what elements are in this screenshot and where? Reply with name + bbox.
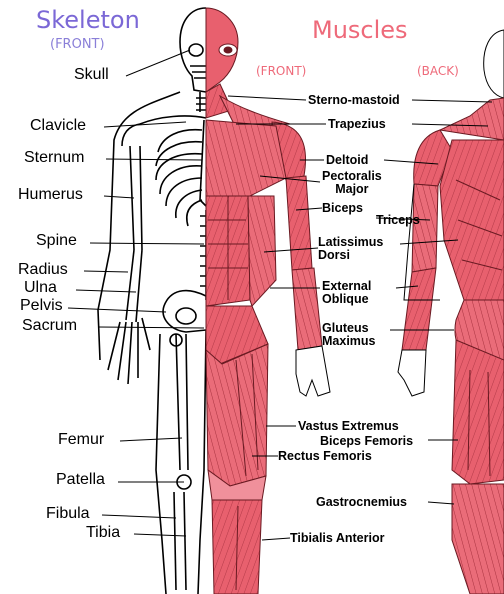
label-external-oblique: External Oblique	[322, 280, 371, 306]
label-sternum: Sternum	[24, 150, 84, 166]
sternum-bone	[200, 120, 206, 206]
label-gluteus-maximus: Gluteus Maximus	[322, 322, 376, 348]
label-fibula: Fibula	[46, 506, 90, 522]
muscles-front-subtitle: (FRONT)	[256, 64, 306, 78]
label-patella: Patella	[56, 472, 105, 488]
eye-socket	[189, 44, 203, 56]
label-ulna: Ulna	[24, 280, 57, 296]
skeleton-figure	[98, 8, 212, 594]
label-triceps: Triceps	[376, 214, 420, 227]
label-tibialis-anterior: Tibialis Anterior	[290, 532, 384, 545]
label-sterno-mastoid: Sterno-mastoid	[308, 94, 400, 107]
thigh-muscles	[206, 344, 268, 486]
label-sacrum: Sacrum	[22, 318, 77, 334]
label-deltoid: Deltoid	[326, 154, 368, 167]
back-gastrocnemius	[452, 484, 504, 594]
label-radius: Radius	[18, 262, 68, 278]
label-gastrocnemius: Gastrocnemius	[316, 496, 407, 509]
tibia-bone	[184, 492, 186, 590]
back-head	[484, 30, 504, 98]
label-pectoralis-major: Pectoralis Major	[322, 170, 382, 196]
label-femur: Femur	[58, 432, 104, 448]
skull-shape	[180, 8, 206, 92]
skeleton-subtitle: (FRONT)	[50, 37, 105, 52]
muscles-back-subtitle: (BACK)	[417, 64, 459, 78]
back-triceps	[412, 184, 438, 272]
label-clavicle: Clavicle	[30, 118, 86, 134]
label-tibia: Tibia	[86, 525, 120, 541]
label-rectus-femoris: Rectus Femoris	[278, 450, 372, 463]
back-hamstring	[452, 340, 504, 484]
back-muscle-figure	[398, 30, 504, 594]
label-trapezius: Trapezius	[328, 118, 386, 131]
label-biceps-femoris: Biceps Femoris	[320, 435, 413, 448]
radius-bone	[126, 250, 134, 320]
label-pelvis: Pelvis	[20, 298, 63, 314]
label-latissimus-dorsi: Latissimus Dorsi	[318, 236, 383, 262]
back-latissimus	[440, 140, 504, 300]
label-spine: Spine	[36, 233, 77, 249]
ribcage	[156, 130, 202, 226]
fibula-bone	[174, 492, 176, 590]
forearm-muscles	[292, 268, 322, 350]
back-trapezius	[440, 98, 504, 140]
hand-outline	[296, 346, 330, 396]
label-humerus: Humerus	[18, 187, 83, 203]
skeleton-title: Skeleton	[36, 6, 140, 34]
label-vastus-extremus: Vastus Extremus	[298, 420, 399, 433]
pelvis-bone	[163, 291, 206, 332]
pectoralis-major-muscle	[206, 120, 286, 196]
muscles-title: Muscles	[312, 16, 408, 44]
biceps-muscle	[286, 176, 312, 270]
femur-bone	[176, 334, 188, 470]
label-skull: Skull	[74, 67, 109, 83]
label-biceps: Biceps	[322, 202, 363, 215]
